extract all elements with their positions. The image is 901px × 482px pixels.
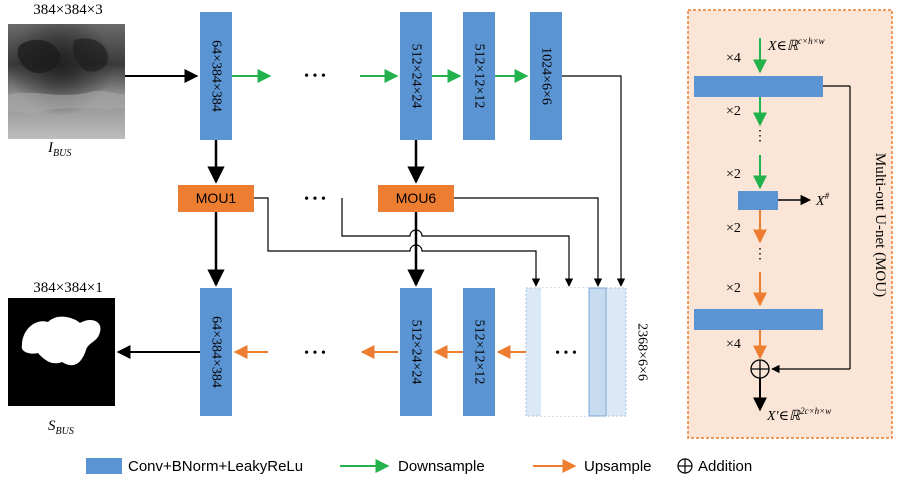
encoder-arrows bbox=[125, 69, 529, 287]
mou-panel-title: Multi-out U-net (MOU) bbox=[872, 153, 888, 297]
mou-block-1-label: MOU1 bbox=[196, 190, 237, 206]
legend-item-addition: Addition bbox=[677, 458, 752, 475]
mou-block-6: MOU6 bbox=[378, 185, 454, 212]
encoder-block-3: 512×12×12 bbox=[463, 12, 495, 140]
input-name: IBUS bbox=[47, 140, 71, 159]
decoder-block-1-label: 64×384×384 bbox=[209, 316, 224, 388]
addition-icon bbox=[750, 359, 770, 379]
mou-ellipsis: • • • bbox=[304, 192, 326, 207]
decoder-block-3-label: 512×12×12 bbox=[472, 320, 487, 385]
conv-block-swatch bbox=[86, 458, 122, 474]
decoder-block-2-label: 512×24×24 bbox=[409, 320, 424, 385]
encoder-block-2-label: 512×24×24 bbox=[409, 44, 424, 109]
legend-item-downsample: Downsample bbox=[340, 458, 485, 475]
concat-feature-stack bbox=[525, 287, 627, 417]
decoder-block-1: 64×384×384 bbox=[200, 288, 232, 416]
input-size-label: 384×384×3 bbox=[33, 2, 102, 18]
mou-top-block bbox=[694, 76, 823, 97]
mou-mid-label: X# bbox=[815, 191, 830, 209]
mou-mult-4: ×2 bbox=[726, 221, 741, 236]
mou-mult-5: ×2 bbox=[726, 281, 741, 296]
encoder-ellipsis: • • • bbox=[304, 69, 326, 84]
legend-addition-label: Addition bbox=[698, 458, 752, 475]
legend-item-upsample: Upsample bbox=[533, 458, 652, 475]
encoder-block-4-label: 1024×6×6 bbox=[539, 47, 554, 105]
concat-ellipsis: • • • bbox=[555, 346, 577, 361]
concat-size-label: 2368×6×6 bbox=[635, 323, 650, 381]
output-name: SBUS bbox=[48, 418, 74, 437]
mou-ellipsis-top: ⋮ bbox=[753, 129, 767, 144]
output-size-label: 384×384×1 bbox=[33, 280, 102, 296]
mou-mult-3: ×2 bbox=[726, 167, 741, 182]
mou-mult-1: ×4 bbox=[726, 51, 741, 66]
mou-mult-6: ×4 bbox=[726, 337, 741, 352]
mou-detail-panel: Multi-out U-net (MOU) X∈ℝc×h×w ×4 ×2 ⋮ ×… bbox=[687, 9, 893, 439]
encoder-block-1-label: 64×384×384 bbox=[209, 40, 224, 112]
legend-downsample-label: Downsample bbox=[398, 458, 485, 475]
skip-connections bbox=[254, 75, 626, 287]
mou-output-label: X′∈ℝ2c×h×w bbox=[766, 406, 831, 424]
addition-legend-icon bbox=[677, 458, 693, 474]
encoder-block-1: 64×384×384 bbox=[200, 12, 232, 140]
legend-item-conv: Conv+BNorm+LeakyReLu bbox=[86, 458, 303, 475]
mou-block-6-label: MOU6 bbox=[396, 190, 437, 206]
encoder-block-3-label: 512×12×12 bbox=[472, 44, 487, 109]
mou-block-1: MOU1 bbox=[178, 185, 254, 212]
input-ultrasound-image bbox=[8, 24, 125, 139]
mou-mult-2: ×2 bbox=[726, 104, 741, 119]
decoder-block-2: 512×24×24 bbox=[400, 288, 432, 416]
mou-middle-block bbox=[738, 191, 778, 210]
encoder-block-4: 1024×6×6 bbox=[530, 12, 562, 140]
output-segmentation-mask bbox=[8, 298, 115, 406]
mou-ellipsis-bottom: ⋮ bbox=[753, 247, 767, 262]
decoder-block-3: 512×12×12 bbox=[463, 288, 495, 416]
legend-conv-label: Conv+BNorm+LeakyReLu bbox=[128, 458, 303, 475]
legend-upsample-label: Upsample bbox=[584, 458, 652, 475]
mou-input-label: X∈ℝc×h×w bbox=[767, 36, 825, 54]
decoder-ellipsis: • • • bbox=[304, 346, 326, 361]
mou-bottom-block bbox=[694, 309, 823, 330]
legend: Conv+BNorm+LeakyReLu Downsample Upsample… bbox=[86, 458, 752, 475]
encoder-block-2: 512×24×24 bbox=[400, 12, 432, 140]
